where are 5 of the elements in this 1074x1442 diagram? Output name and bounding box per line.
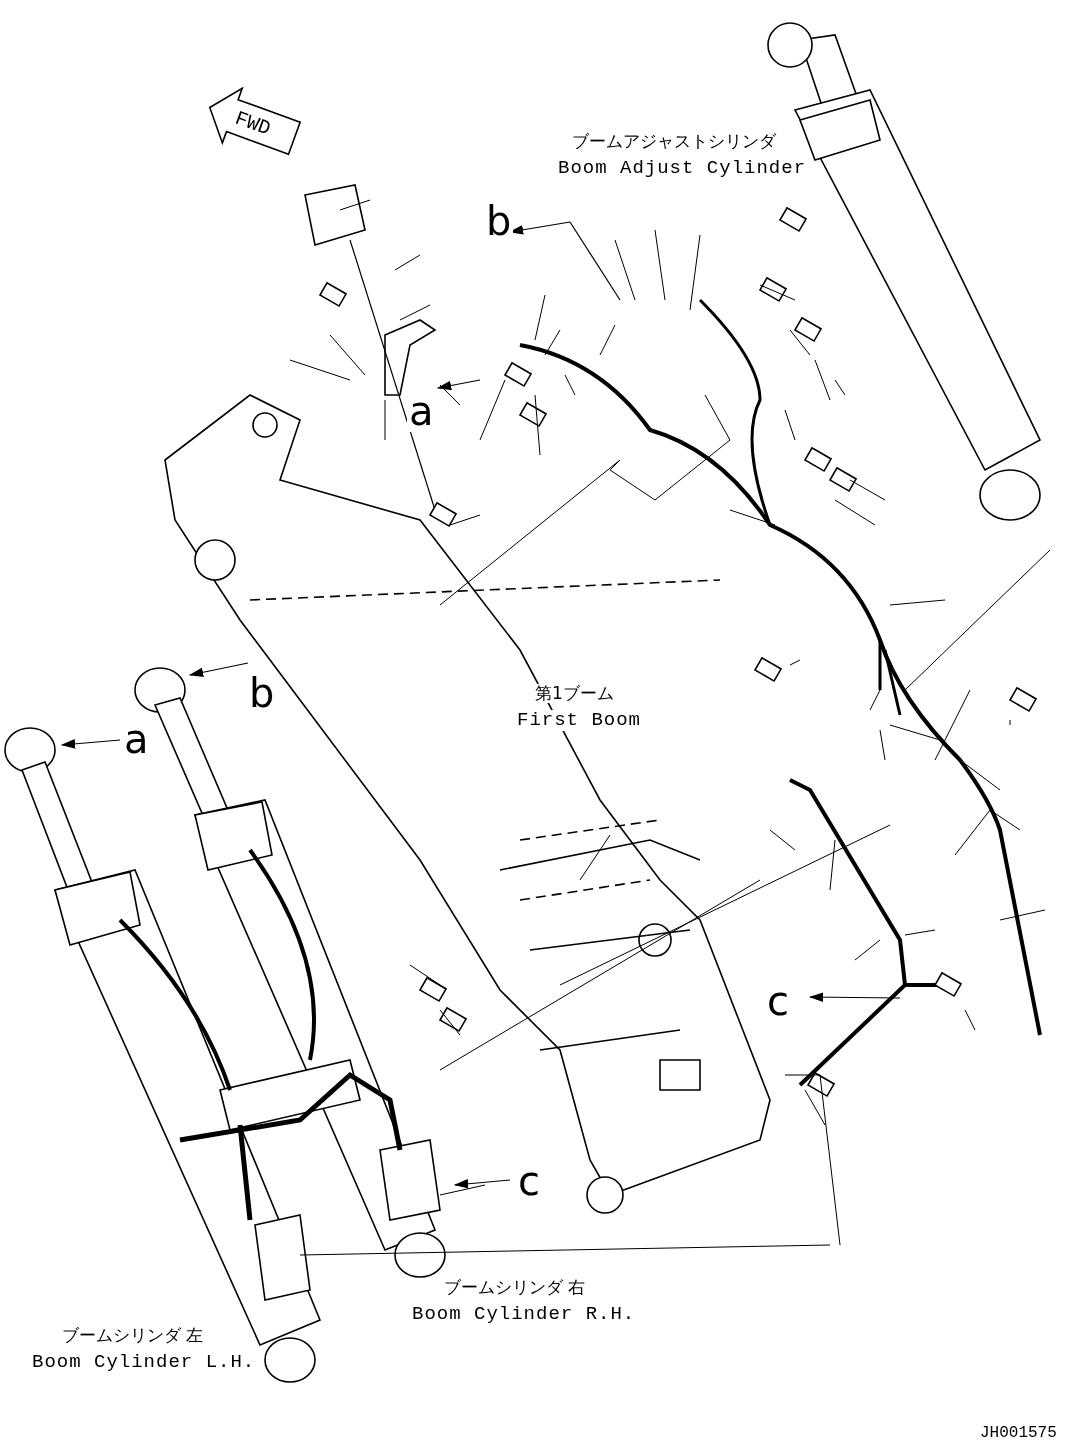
sign-text: FWD <box>231 106 274 141</box>
part-name: 第1ブーム <box>533 684 616 703</box>
part-name: ブームシリンダ 左 <box>60 1326 206 1345</box>
part-name: ブームアジャストシリンダ <box>570 132 778 151</box>
part-name: ブームシリンダ 右 <box>442 1278 588 1297</box>
